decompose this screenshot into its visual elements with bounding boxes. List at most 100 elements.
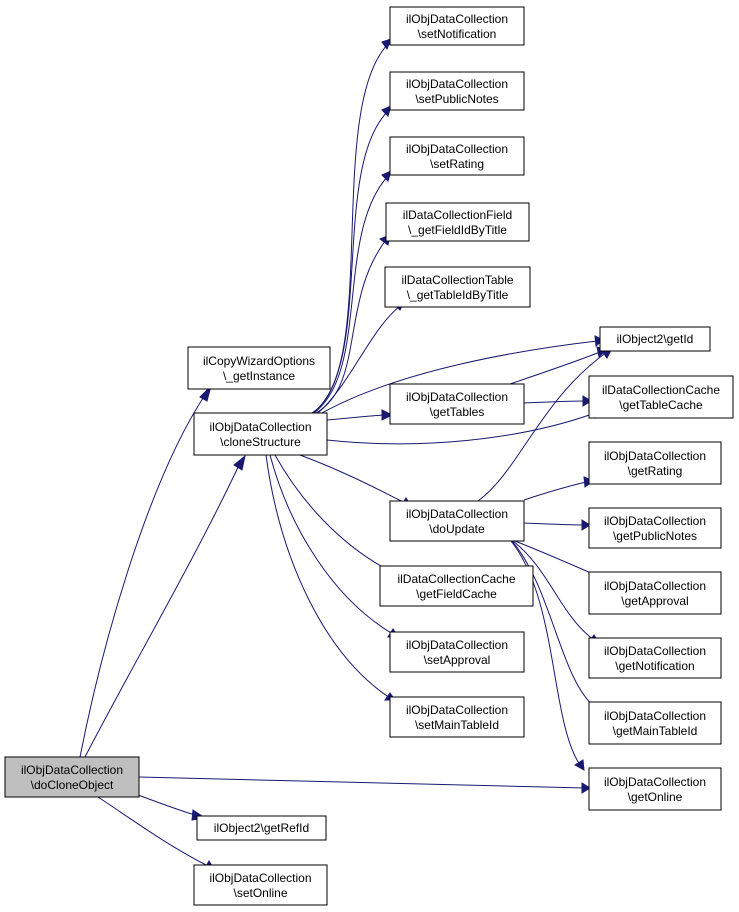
edge-getTables-to-tableCache [523, 395, 592, 407]
edge-line [97, 796, 209, 867]
node-label-1: ilObjDataCollection [604, 709, 706, 723]
node-box [588, 507, 722, 549]
node-label-1: ilObjDataCollection [406, 142, 508, 156]
edge-line [523, 481, 587, 501]
edge-cloneStruct-to-doUpdate [299, 454, 412, 508]
edges-layer [79, 38, 613, 871]
node-label-1: ilObjDataCollection [604, 775, 706, 789]
node-get-main-table[interactable]: ilObjDataCollection\getMainTableId [588, 701, 722, 745]
edge-doClone-to-copyWizard [79, 384, 212, 758]
node-get-ref-id[interactable]: ilObject2\getRefId [196, 815, 327, 841]
edge-cloneStruct-to-setPubNotes [312, 105, 392, 414]
edge-line [138, 776, 586, 789]
node-label-2: \setNotification [418, 27, 497, 41]
node-label-1: ilDataCollectionTable [401, 273, 513, 287]
node-set-pub-notes[interactable]: ilObjDataCollection\setPublicNotes [389, 71, 525, 111]
edge-arrowhead [381, 105, 392, 117]
node-label-1: ilObjDataCollection [604, 644, 706, 658]
edge-line [299, 454, 406, 504]
node-label-1: ilObjDataCollection [406, 638, 508, 652]
node-box [389, 71, 525, 111]
edge-arrowhead [574, 759, 585, 771]
node-clone-struct[interactable]: ilObjDataCollection\cloneStructure [193, 412, 328, 456]
edge-line [512, 540, 595, 641]
node-label-2: \getTables [430, 405, 485, 419]
node-set-rating[interactable]: ilObjDataCollection\setRating [389, 136, 525, 176]
node-label-1: ilObjDataCollection [21, 763, 123, 777]
node-label-1: ilObjDataCollection [406, 77, 508, 91]
node-field-cache[interactable]: ilDataCollectionCache\getFieldCache [379, 565, 534, 607]
edge-cloneStruct-to-getTables [326, 409, 394, 421]
node-box [193, 864, 328, 906]
node-table-id-title[interactable]: ilDataCollectionTable\_getTableIdByTitle [384, 266, 531, 308]
edge-doClone-to-getRefId [137, 794, 207, 821]
node-box [588, 767, 722, 811]
node-label-1: ilObjDataCollection [209, 420, 311, 434]
node-box [588, 441, 722, 485]
node-label-2: \cloneStructure [220, 435, 301, 449]
node-set-approval[interactable]: ilObjDataCollection\setApproval [389, 631, 525, 673]
node-label-2: \_getTableIdByTitle [407, 288, 509, 302]
edge-arrowhead [381, 409, 394, 421]
edge-cloneStruct-to-setApproval [269, 454, 399, 638]
node-box [193, 412, 328, 456]
node-box [379, 565, 534, 607]
edge-line [137, 794, 196, 816]
node-box [588, 637, 722, 679]
node-box [389, 500, 525, 542]
node-label-2: \getNotification [615, 659, 694, 673]
node-set-online[interactable]: ilObjDataCollection\setOnline [193, 864, 328, 906]
node-box [4, 756, 140, 798]
node-get-id[interactable]: ilObject2\getId [599, 326, 711, 352]
edge-line [265, 454, 391, 699]
node-get-approval[interactable]: ilObjDataCollection\getApproval [588, 571, 722, 615]
edge-line [511, 540, 597, 709]
node-set-notif[interactable]: ilObjDataCollection\setNotification [389, 6, 525, 46]
node-label-1: ilObjDataCollection [406, 390, 508, 404]
node-label-1: ilDataCollectionCache [602, 383, 720, 397]
node-box [196, 815, 327, 841]
node-label-2: \_getInstance [223, 369, 295, 383]
node-label-1: ilObjDataCollection [604, 449, 706, 463]
edge-line [321, 340, 598, 414]
node-set-main-table[interactable]: ilObjDataCollection\setMainTableId [389, 696, 525, 738]
node-label-2: \getPublicNotes [613, 529, 697, 543]
node-table-cache[interactable]: ilDataCollectionCache\getTableCache [588, 375, 734, 419]
node-get-online[interactable]: ilObjDataCollection\getOnline [588, 767, 722, 811]
node-label-2: \doUpdate [429, 522, 485, 536]
node-do-clone[interactable]: ilObjDataCollection\doCloneObject [4, 756, 140, 798]
edge-line [312, 110, 389, 414]
edge-line [274, 454, 391, 572]
edge-arrowhead [381, 38, 392, 51]
node-label-1: ilObjDataCollection [604, 579, 706, 593]
node-get-pub-notes[interactable]: ilObjDataCollection\getPublicNotes [588, 507, 722, 549]
node-field-id-title[interactable]: ilDataCollectionField\_getFieldIdByTitle [385, 202, 530, 242]
node-label-1: ilObjDataCollection [406, 703, 508, 717]
node-box [599, 326, 711, 352]
edge-line [509, 351, 601, 385]
node-get-rating[interactable]: ilObjDataCollection\getRating [588, 441, 722, 485]
node-label-2: \_getFieldIdByTitle [408, 223, 507, 237]
edge-line [313, 175, 389, 414]
node-label-2: \setOnline [233, 886, 287, 900]
node-box [384, 266, 531, 308]
node-box [588, 571, 722, 615]
node-label-1: ilObject2\getRefId [214, 821, 309, 835]
edge-arrowhead [381, 170, 392, 182]
edge-arrowhead [233, 454, 246, 471]
node-do-update[interactable]: ilObjDataCollection\doUpdate [389, 500, 525, 542]
edge-arrowhead [582, 395, 592, 407]
node-label-1: ilDataCollectionField [403, 208, 512, 222]
node-get-tables[interactable]: ilObjDataCollection\getTables [389, 383, 525, 425]
edge-line [84, 462, 241, 758]
node-copy-wizard[interactable]: ilCopyWizardOptions\_getInstance [187, 346, 331, 390]
edge-doClone-to-cloneStruct [84, 454, 246, 758]
node-box [588, 701, 722, 745]
node-get-notif[interactable]: ilObjDataCollection\getNotification [588, 637, 722, 679]
edge-arrowhead [581, 519, 591, 531]
edge-line [326, 412, 596, 445]
edge-line [326, 414, 385, 421]
nodes-layer: ilObjDataCollection\doCloneObject ilCopyW… [4, 6, 734, 906]
edge-line [477, 351, 608, 502]
edge-line [523, 400, 586, 404]
